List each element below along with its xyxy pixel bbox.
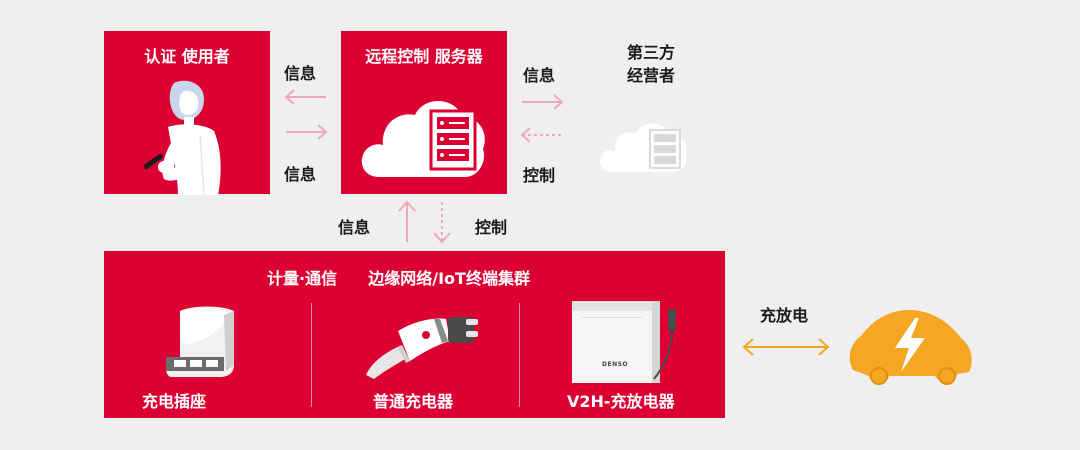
edge-title-metering: 计量·通信 — [267, 269, 338, 288]
server-box: 远程控制 服务器 — [341, 31, 507, 194]
divider — [519, 303, 520, 407]
info-label-bottom-left: 信息 — [284, 165, 317, 184]
arrow-up-icon — [398, 200, 416, 242]
edge-title-network: 边缘网络/IoT终端集群 — [368, 269, 530, 288]
server-box-title: 远程控制 服务器 — [365, 47, 483, 66]
edge-network-box: 计量·通信 边缘网络/IoT终端集群 充电插座 普通充电器 DENSO V2 — [104, 251, 725, 418]
device-label-plug: 普通充电器 — [373, 392, 454, 411]
info-label-vertical: 信息 — [338, 218, 371, 237]
info-label-top-left: 信息 — [284, 64, 317, 83]
dashed-arrow-left-icon — [520, 127, 562, 143]
device-label-v2h: V2H-充放电器 — [567, 392, 675, 411]
control-label-right: 控制 — [523, 166, 556, 185]
arrow-left-icon — [284, 89, 326, 105]
electric-car-icon — [849, 310, 972, 385]
bidirectional-arrow-icon — [742, 338, 830, 356]
info-label-top-right: 信息 — [523, 66, 556, 85]
v2h-charger-icon — [572, 301, 676, 383]
arrow-right-icon — [286, 124, 328, 140]
user-box: 认证 使用者 — [104, 31, 270, 196]
device-label-outlet: 充电插座 — [142, 392, 207, 411]
user-box-title: 认证 使用者 — [144, 47, 230, 66]
dashed-arrow-down-icon — [433, 202, 451, 244]
control-label-vertical: 控制 — [475, 218, 508, 237]
third-party-cloud-server-icon — [600, 123, 688, 172]
charging-plug-icon — [366, 317, 478, 379]
denso-brand-logo: DENSO — [602, 361, 629, 368]
third-party-title-line2: 经营者 — [626, 66, 675, 85]
divider — [311, 303, 312, 407]
charging-outlet-icon — [166, 306, 234, 377]
cloud-server-icon — [361, 101, 485, 177]
edge-box-title: 计量·通信 边缘网络/IoT终端集群 — [267, 265, 530, 289]
arrow-right-icon — [522, 94, 564, 110]
charge-discharge-label: 充放电 — [760, 306, 809, 325]
third-party-title-line1: 第三方 — [626, 43, 675, 62]
user-with-phone-icon — [143, 80, 221, 196]
third-party-title: 第三方 经营者 — [615, 41, 687, 87]
